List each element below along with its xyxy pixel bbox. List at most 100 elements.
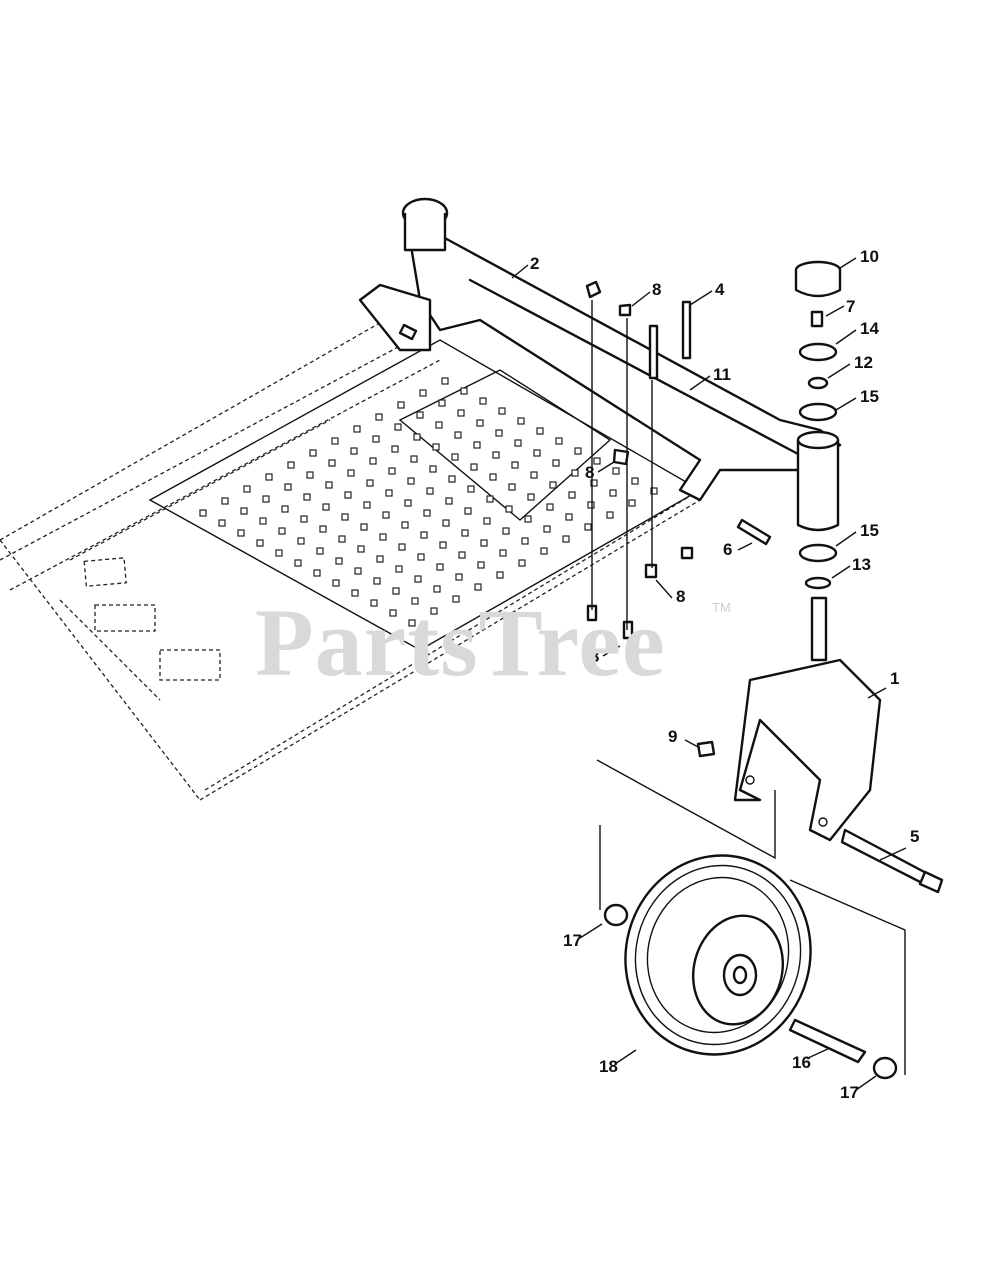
callout-leader: [602, 645, 621, 657]
perforation-hole: [259, 517, 267, 525]
perforation-hole: [429, 465, 437, 473]
perforation-hole: [498, 407, 506, 415]
spacer-right: [872, 1056, 898, 1080]
perforation-hole: [441, 377, 449, 385]
perforation-hole: [199, 509, 207, 517]
perforation-hole: [458, 551, 466, 559]
perforation-hole: [379, 533, 387, 541]
spacer-left: [603, 903, 629, 927]
perforation-hole: [391, 445, 399, 453]
perforation-hole: [351, 589, 359, 597]
perforation-hole: [549, 481, 557, 489]
caster-spindle-assembly: [794, 260, 842, 662]
perforation-hole: [521, 537, 529, 545]
perforated-platform: [199, 377, 658, 627]
spindle-tube: [796, 438, 840, 532]
callout-leader: [597, 461, 615, 473]
perforation-hole: [435, 421, 443, 429]
perforation-hole: [414, 575, 422, 583]
perforation-hole: [388, 467, 396, 475]
perforation-hole: [281, 505, 289, 513]
callout-number: 14: [860, 319, 879, 338]
callout-number: 5: [910, 827, 919, 846]
callout-number: 3: [590, 647, 599, 666]
caster-wheel: [624, 854, 812, 1056]
perforation-hole: [265, 473, 273, 481]
perforation-hole: [395, 565, 403, 573]
perforation-hole: [297, 537, 305, 545]
callout-number: 17: [840, 1083, 859, 1102]
perforation-hole: [401, 521, 409, 529]
perforation-hole: [316, 547, 324, 555]
perforation-hole: [300, 515, 308, 523]
callout-leader: [835, 531, 857, 547]
callout-number: 18: [599, 1057, 618, 1076]
callout-leader: [614, 1049, 637, 1065]
perforation-hole: [448, 475, 456, 483]
perforation-hole: [461, 529, 469, 537]
perforation-hole: [650, 487, 658, 495]
perforation-hole: [584, 523, 592, 531]
perforation-hole: [353, 425, 361, 433]
perforation-hole: [464, 507, 472, 515]
callout-number: 12: [854, 353, 873, 372]
perforation-hole: [480, 539, 488, 547]
callout-leader: [689, 290, 713, 306]
perforation-hole: [284, 483, 292, 491]
perforation-hole: [606, 511, 614, 519]
perforation-hole: [486, 495, 494, 503]
perforation-hole: [489, 473, 497, 481]
perforation-hole: [536, 427, 544, 435]
caster-fork: [733, 658, 882, 842]
perforation-hole: [410, 455, 418, 463]
callout-leader: [839, 257, 857, 269]
perforation-hole: [454, 431, 462, 439]
callout-leader: [655, 579, 673, 599]
perforation-hole: [369, 457, 377, 465]
perforation-hole: [571, 469, 579, 477]
perforation-hole: [322, 503, 330, 511]
perforation-hole: [476, 419, 484, 427]
perforation-hole: [492, 451, 500, 459]
perforation-hole: [262, 495, 270, 503]
perforation-hole: [423, 509, 431, 517]
perforation-hole: [357, 545, 365, 553]
front-axle-beam: [358, 197, 842, 502]
perforation-hole: [309, 449, 317, 457]
perforation-hole: [574, 447, 582, 455]
perforation-hole: [457, 409, 465, 417]
perforation-hole: [331, 437, 339, 445]
callout-leader: [835, 329, 857, 345]
perforation-hole: [325, 481, 333, 489]
perforation-hole: [366, 479, 374, 487]
perforation-hole: [372, 435, 380, 443]
perforation-hole: [568, 491, 576, 499]
perforation-hole: [467, 485, 475, 493]
perforation-hole: [319, 525, 327, 533]
wheel-sleeve: [788, 1018, 867, 1064]
perforation-hole: [404, 499, 412, 507]
perforation-hole: [477, 561, 485, 569]
perforation-hole: [303, 493, 311, 501]
perforation-hole: [517, 417, 525, 425]
callout-number: 15: [860, 521, 879, 540]
perforation-hole: [382, 511, 390, 519]
perforation-hole: [473, 441, 481, 449]
callout-leader: [737, 542, 753, 551]
perforation-hole: [445, 497, 453, 505]
perforation-hole: [433, 585, 441, 593]
perforation-hole: [432, 443, 440, 451]
perforation-hole: [332, 579, 340, 587]
callout-number: 6: [723, 540, 732, 559]
perforation-hole: [256, 539, 264, 547]
callout-number: 9: [668, 727, 677, 746]
perforation-hole: [502, 527, 510, 535]
perforation-hole: [451, 453, 459, 461]
perforation-hole: [565, 513, 573, 521]
perforation-hole: [527, 493, 535, 501]
perforation-hole: [350, 447, 358, 455]
callout-number: 8: [652, 280, 661, 299]
perforation-hole: [398, 543, 406, 551]
perforation-hole: [552, 459, 560, 467]
